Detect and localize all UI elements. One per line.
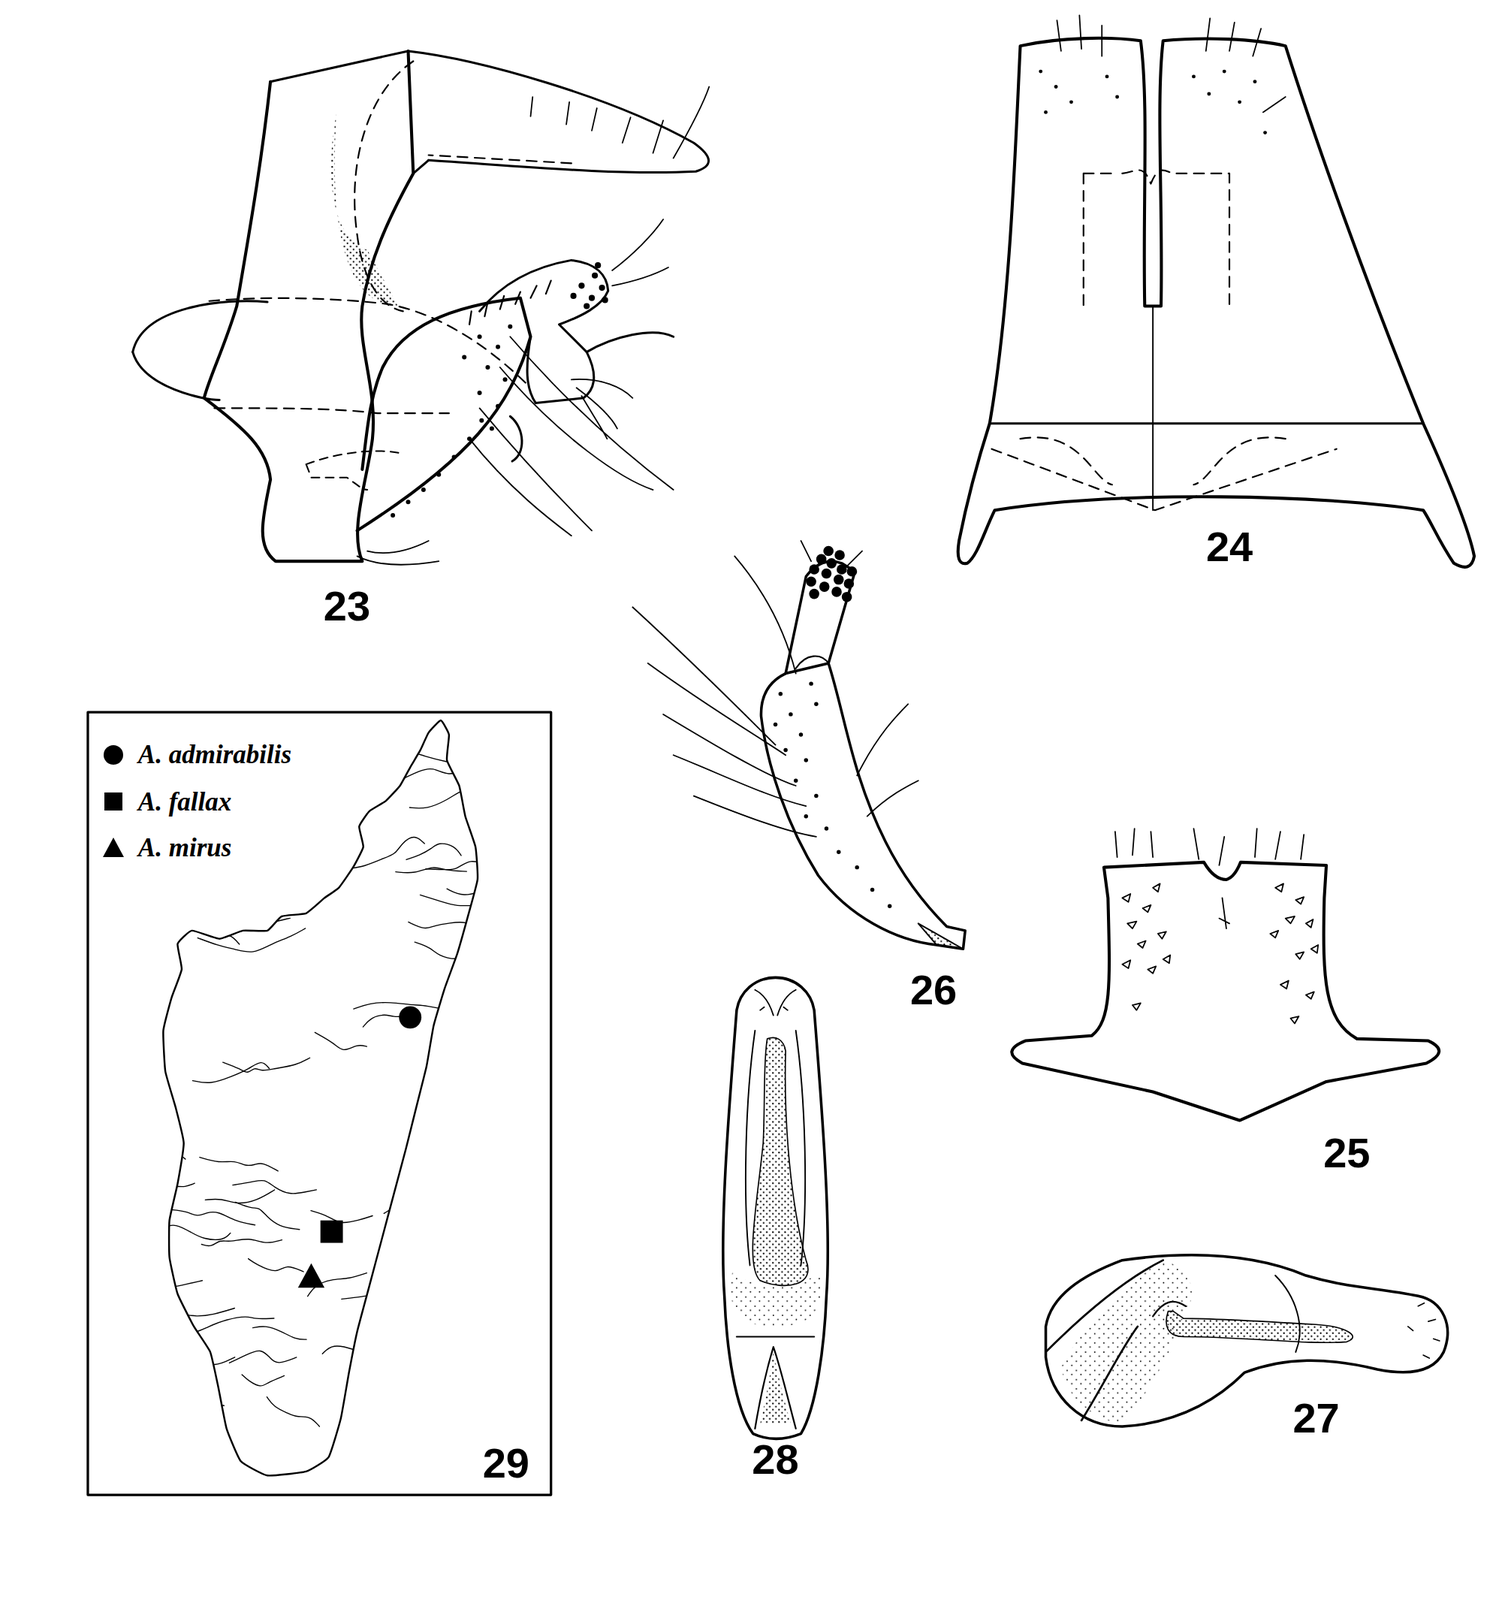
river-line	[345, 836, 426, 869]
inferior-appendage	[632, 540, 966, 949]
legend-symbol	[102, 835, 125, 859]
river-line	[439, 1202, 535, 1222]
river-line	[341, 1293, 441, 1300]
figure-number: 28	[751, 1438, 799, 1481]
river-line	[322, 1345, 377, 1359]
river-line	[253, 1326, 307, 1340]
river-line	[359, 1326, 462, 1340]
river-line	[229, 1350, 296, 1363]
river-line	[192, 1062, 269, 1083]
genitalia-lateral	[132, 51, 710, 565]
river-line	[408, 921, 513, 938]
figure-number: 23	[323, 585, 371, 628]
river-line	[114, 1302, 178, 1311]
river-line	[197, 928, 305, 952]
river-line	[135, 1182, 196, 1191]
river-line	[404, 749, 515, 765]
legend-text: A. fallax	[138, 788, 232, 815]
river-line	[395, 1224, 506, 1242]
legend-text: A. admirabilis	[138, 741, 292, 768]
river-line	[70, 1286, 169, 1316]
locality-mirus	[298, 1263, 325, 1288]
figure-number: 29	[482, 1441, 530, 1484]
river-line	[241, 1374, 284, 1386]
river-line	[406, 843, 462, 860]
distribution-map	[60, 711, 561, 1496]
river-line	[396, 1465, 460, 1496]
legend-row: A. admirabilis	[102, 741, 292, 768]
river-line	[201, 1239, 282, 1246]
river-line	[446, 878, 562, 895]
river-line	[370, 1374, 447, 1382]
river-line	[204, 930, 240, 945]
river-line	[132, 1150, 186, 1165]
river-line	[111, 1366, 197, 1374]
phallus-ventral	[723, 977, 829, 1439]
legend-text: A. mirus	[138, 834, 233, 861]
genitalia-dorsal	[958, 15, 1475, 568]
river-line	[414, 940, 489, 959]
island-outline	[162, 720, 478, 1475]
river-line	[317, 793, 381, 809]
locality-fallax	[320, 1220, 344, 1243]
river-line	[248, 1258, 304, 1272]
river-line	[380, 1447, 458, 1466]
river-line	[429, 1060, 516, 1070]
river-line	[60, 893, 172, 912]
river-line	[386, 763, 477, 788]
sternite-plate	[1011, 828, 1439, 1121]
river-line	[205, 1189, 275, 1204]
river-network	[60, 733, 561, 1496]
river-line	[235, 1201, 300, 1229]
phallus-lateral	[1046, 1254, 1448, 1427]
river-line	[232, 1179, 317, 1193]
river-line	[389, 1256, 445, 1270]
river-line	[314, 1031, 367, 1050]
legend-symbol	[102, 790, 125, 813]
figure-number: 25	[1323, 1131, 1370, 1174]
legend-row: A. fallax	[102, 788, 232, 815]
river-line	[428, 1260, 471, 1273]
river-line	[114, 1442, 209, 1460]
river-line	[143, 1393, 225, 1406]
river-line	[359, 1383, 432, 1424]
river-line	[119, 1307, 235, 1331]
river-line	[169, 1209, 255, 1225]
river-line	[392, 1402, 448, 1419]
river-line	[404, 1394, 504, 1403]
figure-number: 24	[1206, 525, 1253, 568]
river-line	[383, 1185, 435, 1214]
figure-number: 26	[910, 968, 957, 1011]
river-line	[409, 777, 489, 809]
river-line	[425, 859, 499, 870]
river-line	[404, 1366, 486, 1378]
river-line	[266, 1396, 320, 1427]
river-line	[88, 1280, 203, 1288]
figure-number: 27	[1292, 1396, 1340, 1439]
river-line	[150, 1357, 236, 1379]
river-line	[226, 917, 291, 929]
legend-symbol	[102, 743, 125, 767]
river-line	[199, 1157, 278, 1171]
river-line	[420, 894, 494, 906]
river-line	[135, 1217, 231, 1240]
river-line	[102, 959, 164, 968]
locality-admirabilis	[398, 1005, 422, 1029]
river-line	[177, 1316, 275, 1335]
legend-row: A. mirus	[102, 834, 233, 861]
